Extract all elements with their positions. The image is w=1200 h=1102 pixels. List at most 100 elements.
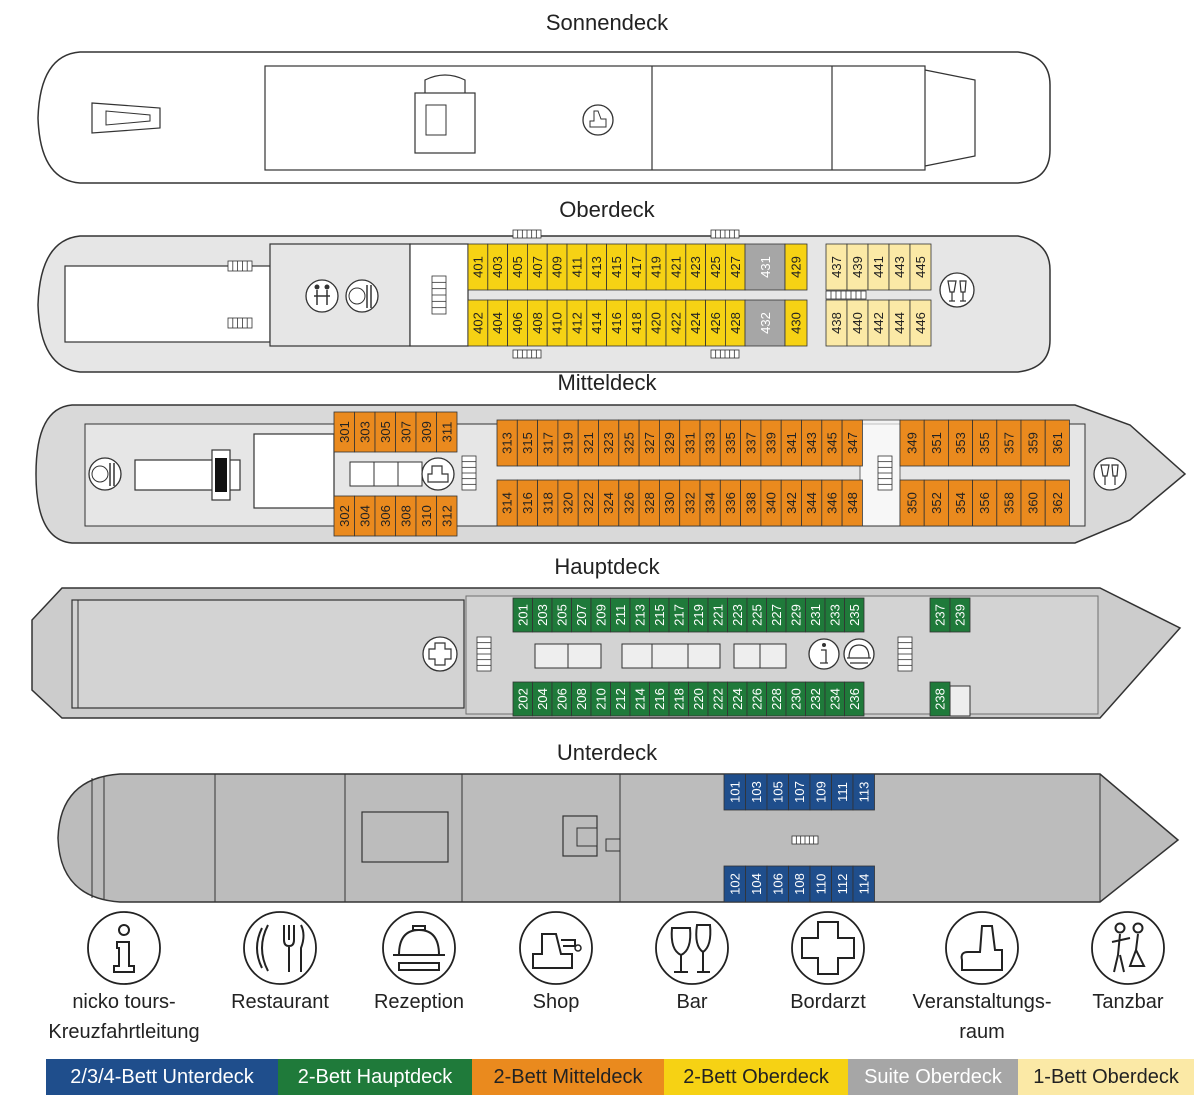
cabin-number: 234 [827,688,842,710]
cabin: 423 [685,243,706,291]
cabin: 320 [557,479,579,527]
cabin-number: 430 [789,312,804,334]
cabin: 421 [665,243,687,291]
cabin-number: 346 [824,492,839,514]
cabin: 402 [467,299,489,347]
cabin: 415 [606,243,627,291]
stairs-icon [227,317,253,329]
cabin: 104 [745,865,768,903]
cabin: 231 [805,597,826,633]
cabin: 337 [740,419,762,467]
cabin: 356 [972,479,998,527]
cabin: 201 [512,597,533,633]
cabin: 236 [844,681,865,717]
cabin-number: 324 [601,492,616,514]
cabin: 332 [679,479,701,527]
cabin-number: 229 [788,604,803,626]
mitteldeck-title: Mitteldeck [557,370,657,395]
cabin: 336 [719,479,741,527]
cabin: 420 [645,299,667,347]
cabin: 359 [1020,419,1046,467]
stairs-icon [227,260,253,272]
cabin-number: 306 [378,505,393,527]
cabin-number: 213 [632,604,647,626]
cabin-number: 409 [550,256,565,278]
cabin: 446 [909,299,932,347]
cabin: 228 [766,681,787,717]
cabin: 107 [788,773,811,811]
cabin-number: 356 [977,492,992,514]
cabin-number: 230 [788,688,803,710]
info-icon [87,911,161,985]
cabin: 318 [537,479,559,527]
cabin: 409 [546,243,568,291]
cabin-suite: 431 [744,243,786,291]
cabin: 442 [867,299,890,347]
cabin-number: 334 [703,492,718,514]
cabin-number: 219 [691,604,706,626]
cabin: 341 [780,419,802,467]
sonnendeck [37,51,1051,184]
legend-label-shop: Shop [532,991,580,1013]
cabin-number: 425 [708,256,723,278]
stairs-icon [825,290,867,300]
cabin-number: 401 [470,256,485,278]
cabin: 233 [824,597,845,633]
stairs-icon [476,636,492,672]
cabin: 349 [899,419,925,467]
reception-icon [843,638,875,670]
cabin-number: 416 [609,312,624,334]
cabin-number: 413 [589,256,604,278]
cabin-number: 341 [784,432,799,454]
cabin: 316 [516,479,538,527]
cabin: 406 [507,299,528,347]
cabin: 343 [801,419,823,467]
cabin: 314 [496,479,518,527]
oberdeck-fixtures [227,229,867,359]
cabin: 441 [867,243,890,291]
key-suite: Suite Oberdeck [848,1059,1018,1095]
cabin: 331 [679,419,701,467]
key-hauptdeck: 2-Bett Hauptdeck [278,1059,472,1095]
cabin: 227 [766,597,787,633]
cabin-number: 321 [581,432,596,454]
hauptdeck-fixtures [476,636,913,672]
cabin-number: 442 [871,312,886,334]
cabin-number: 103 [749,781,764,803]
cabin: 210 [590,681,611,717]
cabin-number: 301 [337,421,352,443]
cabin-number: 217 [671,604,686,626]
cabin-number: 406 [510,312,525,334]
cabin: 350 [899,479,925,527]
legend-label-rezeption: Rezeption [373,991,465,1013]
cabin: 237 [929,597,951,633]
cabin-number: 414 [589,312,604,334]
bar-icon [655,911,729,985]
cabin: 301 [333,411,355,453]
cabin: 443 [888,243,911,291]
cabin: 102 [723,865,746,903]
cabin: 226 [746,681,767,717]
cabin: 229 [785,597,806,633]
legend-icons [87,911,1165,985]
cabin-number: 227 [769,604,784,626]
cabin: 330 [659,479,681,527]
cabin-number: 309 [419,421,434,443]
cabin-number: 404 [490,312,505,334]
cabin: 414 [586,299,607,347]
cabin: 357 [996,419,1022,467]
cabin: 322 [577,479,599,527]
cabin-number: 441 [871,256,886,278]
cabin-number: 423 [688,256,703,278]
bar-icon [939,272,975,308]
stairs-icon [791,835,819,845]
cabin-number: 226 [749,688,764,710]
cabin-number: 327 [642,432,657,454]
cabin: 317 [537,419,559,467]
cabin-number: 114 [856,874,871,895]
cabin: 212 [610,681,631,717]
cabin: 352 [923,479,949,527]
stairs-icon [877,455,893,491]
